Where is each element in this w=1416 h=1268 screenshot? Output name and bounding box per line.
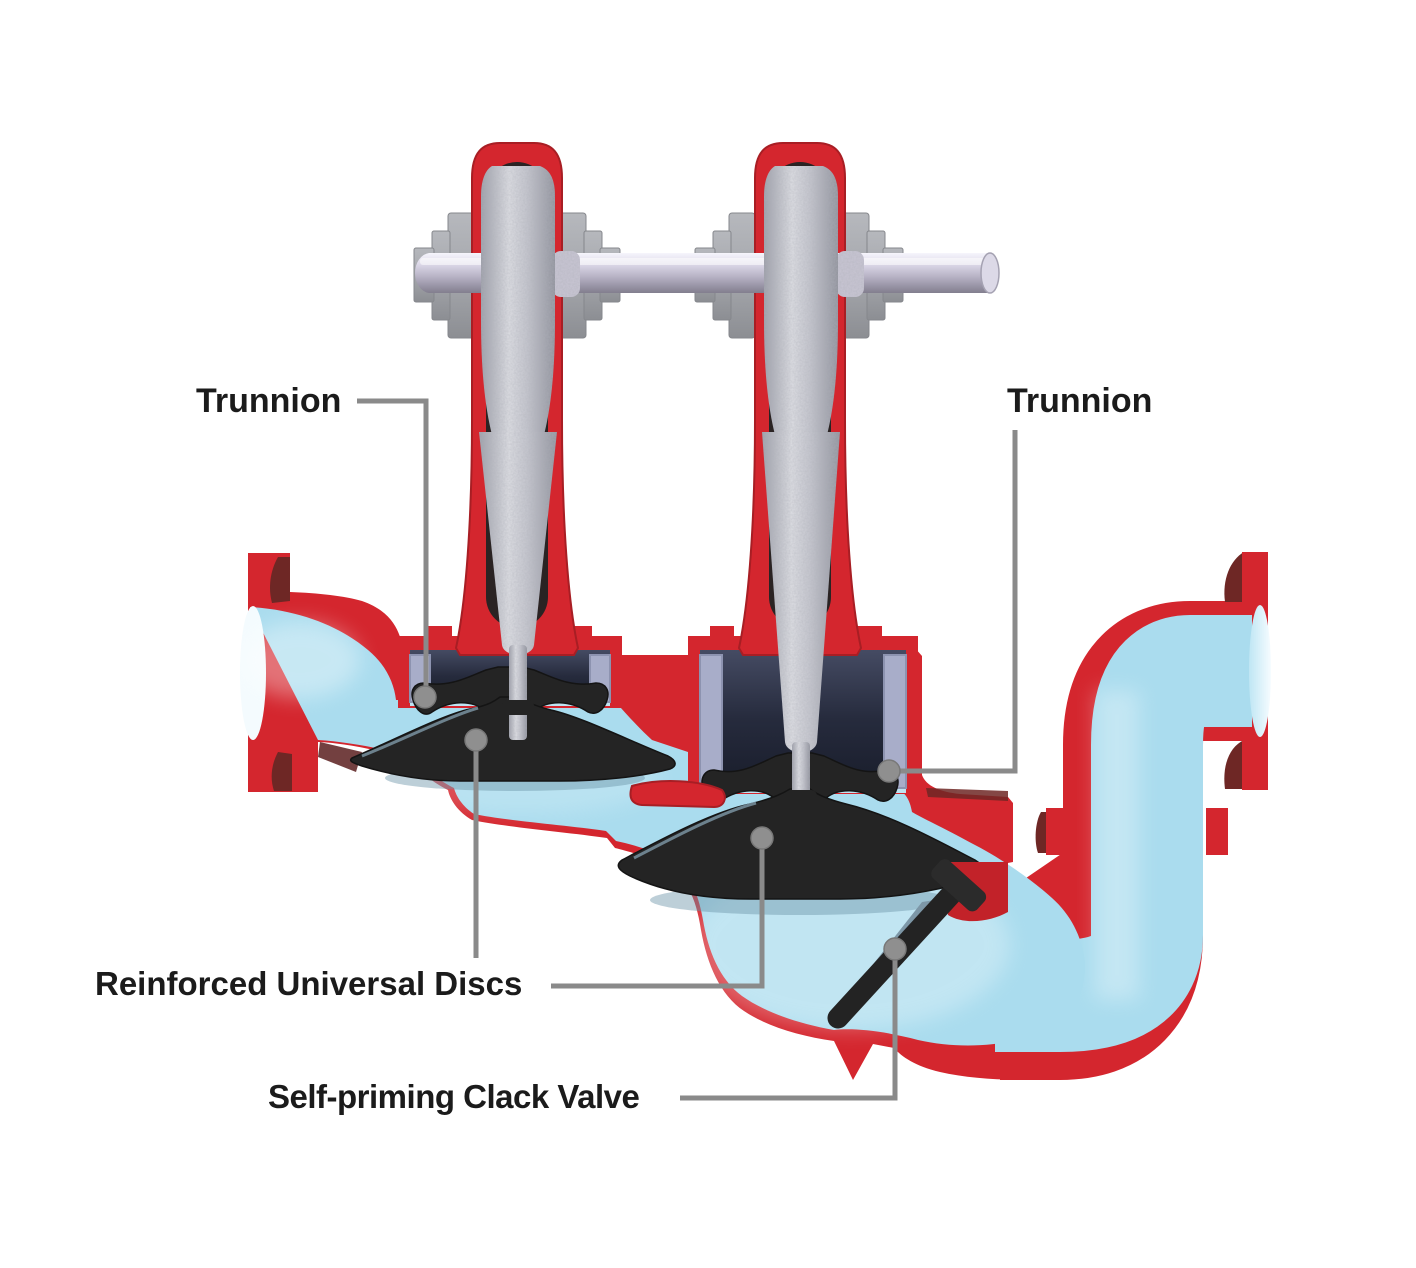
disc-highlight-left: [361, 706, 479, 758]
leader-clack: [680, 958, 898, 1101]
leader-discs-right: [551, 848, 765, 989]
pipe-lug-right: [1206, 808, 1228, 855]
label-trunnion-left: Trunnion: [196, 382, 342, 420]
pipe-lug-left: [1046, 808, 1066, 855]
label-trunnion-right: Trunnion: [1007, 382, 1153, 420]
right-lever-eye: [764, 166, 838, 455]
dot-discs-right: [750, 826, 774, 850]
label-self-priming-clack-valve: Self-priming Clack Valve: [268, 1078, 640, 1115]
label-trunnion-left-text: Trunnion: [196, 382, 342, 420]
right-disc-hub: [785, 790, 817, 806]
dot-clack: [883, 937, 907, 961]
outlet-pipe: [995, 601, 1262, 1080]
label-clack-text: Self-priming Clack Valve: [268, 1078, 640, 1115]
label-discs-text: Reinforced Universal Discs: [95, 965, 523, 1002]
inlet-flange: [270, 557, 362, 791]
sump-weir-lip: [629, 780, 726, 809]
label-trunnion-right-text: Trunnion: [1007, 382, 1153, 420]
dot-discs-left: [464, 728, 488, 752]
clack-pivot-bar: [931, 859, 987, 912]
left-stem-cone: [479, 432, 557, 655]
outlet-flange: [1224, 552, 1271, 790]
leader-trunnion-left: [357, 398, 429, 690]
right-shaft-collar: [836, 251, 864, 297]
left-disc-hub: [502, 700, 534, 715]
right-seat-ring-left: [699, 654, 723, 789]
leader-lines: [357, 398, 1018, 1101]
right-stem-cone: [762, 432, 840, 753]
pipe-highlight: [1095, 690, 1139, 1000]
ledge-edge: [926, 788, 1008, 801]
shaft-end: [980, 252, 1000, 294]
left-stem: [509, 645, 527, 740]
valve-stems: [479, 166, 864, 802]
dot-trunnion-left: [413, 685, 437, 709]
outlet-mouth: [1249, 605, 1271, 737]
leader-trunnion-right: [900, 430, 1018, 774]
leader-dots: [413, 685, 907, 961]
dot-trunnion-right: [877, 759, 901, 783]
right-stem: [792, 742, 810, 802]
label-reinforced-universal-discs: Reinforced Universal Discs: [95, 965, 523, 1002]
disc-highlight-right: [633, 801, 757, 860]
right-bottom-disc: [617, 788, 985, 900]
left-shaft-collar: [552, 251, 580, 297]
left-lever-eye: [481, 166, 555, 455]
